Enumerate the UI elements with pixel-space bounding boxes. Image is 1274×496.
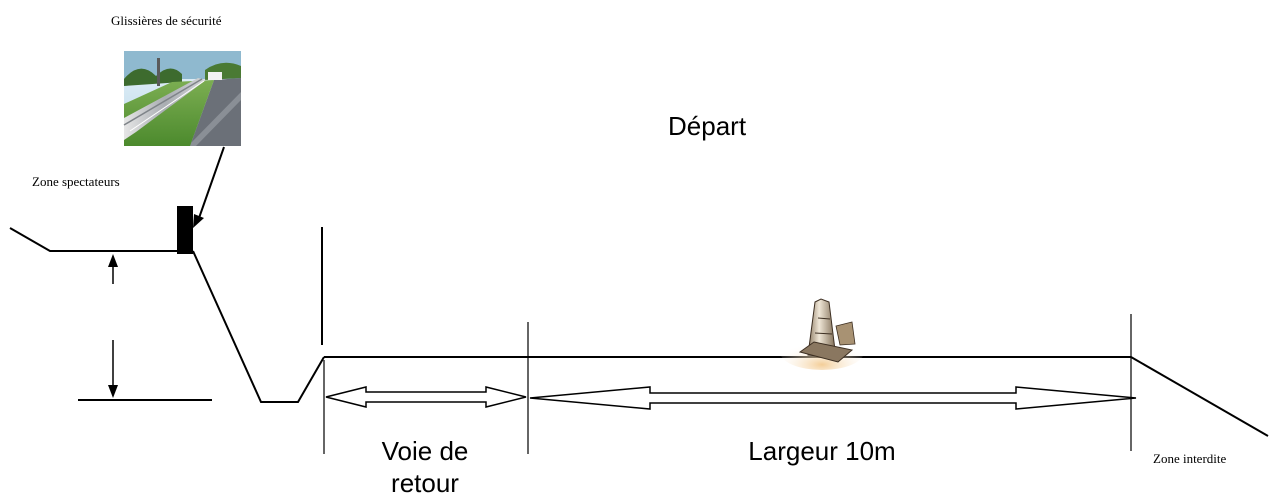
safety-rail-block bbox=[177, 206, 193, 254]
pointer-arrow-head bbox=[193, 214, 204, 228]
height-dimension bbox=[78, 254, 212, 401]
rails-title: Glissières de sécurité bbox=[111, 13, 222, 28]
safety-rail-photo bbox=[123, 51, 241, 146]
spectators-zone-label: Zone spectateurs bbox=[32, 174, 120, 189]
pointer-arrow-line bbox=[198, 146, 225, 219]
ground-profile-right bbox=[1130, 356, 1269, 437]
ground-profile-left bbox=[9, 227, 325, 403]
width-label: Largeur 10m bbox=[748, 436, 895, 466]
return-lane-label-line2: retour bbox=[391, 468, 459, 496]
traffic-cone-icon bbox=[780, 298, 864, 370]
lane-separators bbox=[323, 314, 1132, 454]
return-lane-arrow bbox=[325, 386, 527, 408]
forbidden-zone-label: Zone interdite bbox=[1153, 451, 1227, 466]
start-label: Départ bbox=[668, 111, 747, 141]
width-arrow bbox=[529, 386, 1137, 410]
return-lane-label-line1: Voie de bbox=[382, 436, 469, 466]
